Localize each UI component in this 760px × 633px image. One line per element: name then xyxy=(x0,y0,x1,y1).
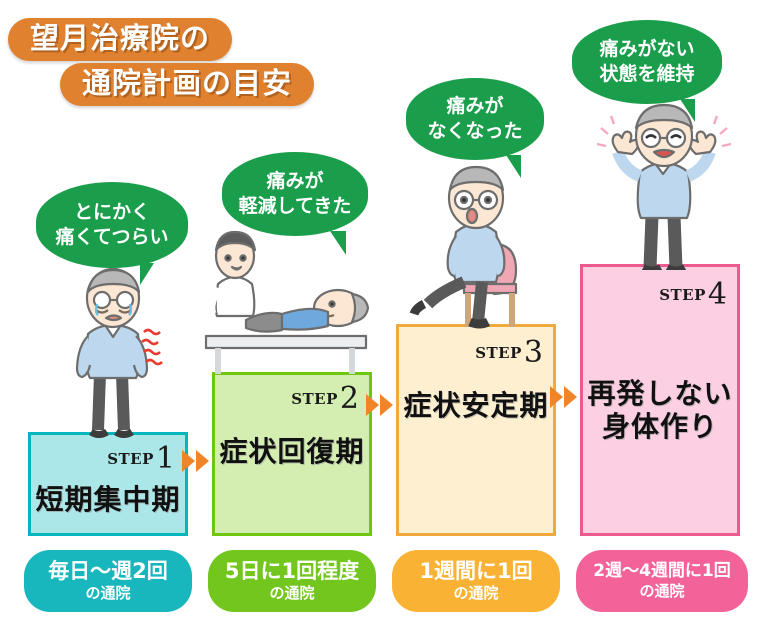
chevron-right-icon xyxy=(564,386,577,408)
step-3-number: 3 xyxy=(523,335,543,370)
speech-bubble-step-2-text: 痛みが 軽減してきた xyxy=(238,170,352,217)
step-3-word: STEP xyxy=(475,344,522,362)
chevron-right-icon xyxy=(550,386,563,408)
chevron-right-icon xyxy=(196,450,209,472)
step-4-tag: STEP4 xyxy=(659,277,727,312)
step-1-tag: STEP1 xyxy=(107,441,175,476)
step-2-word: STEP xyxy=(291,390,338,408)
step-1-number: 1 xyxy=(155,441,175,476)
step-3-title: 症状安定期 xyxy=(403,389,549,422)
arrow-step-3-to-4 xyxy=(550,386,577,408)
arrow-step-1-to-2 xyxy=(182,450,209,472)
step-4-number: 4 xyxy=(707,277,727,312)
speech-bubble-step-4-text: 痛みがない 状態を維持 xyxy=(599,38,695,85)
frequency-4-line-1: 2週〜4週間に1回 xyxy=(593,561,731,582)
speech-bubble-tail-icon xyxy=(506,155,521,178)
speech-bubble-step-1-text: とにかく 痛くてつらい xyxy=(55,201,169,248)
step-box-2[interactable]: STEP2 症状回復期 xyxy=(212,372,372,536)
arrow-step-2-to-3 xyxy=(366,394,393,416)
step-2-tag: STEP2 xyxy=(291,381,359,416)
speech-bubble-tail-icon xyxy=(330,231,346,255)
chevron-right-icon xyxy=(380,394,393,416)
page-title: 望月治療院の 通院計画の目安 xyxy=(8,18,315,107)
frequency-3-line-1: 1週間に1回 xyxy=(419,558,533,583)
illustration-elderly-man-sitting-on-chair xyxy=(409,165,518,329)
step-box-1[interactable]: STEP1 短期集中期 xyxy=(28,432,188,536)
illustration-therapist-treating-patient xyxy=(204,230,370,374)
frequency-4-line-2: の通院 xyxy=(639,581,685,600)
speech-bubble-step-2: 痛みが 軽減してきた xyxy=(222,152,368,255)
title-line-1: 望月治療院の xyxy=(8,18,233,62)
step-box-3[interactable]: STEP3 症状安定期 xyxy=(396,324,556,536)
frequency-2-line-2: の通院 xyxy=(269,584,315,603)
frequency-1-line-1: 毎日〜週2回 xyxy=(48,558,168,583)
step-1-word: STEP xyxy=(107,450,154,468)
step-1-title: 短期集中期 xyxy=(35,483,181,516)
step-3-tag: STEP3 xyxy=(475,335,543,370)
speech-bubble-step-1: とにかく 痛くてつらい xyxy=(36,182,188,285)
title-line-2: 通院計画の目安 xyxy=(60,63,315,107)
illustration-elderly-man-celebrating xyxy=(596,103,732,270)
speech-bubble-step-4: 痛みがない 状態を維持 xyxy=(572,20,722,122)
frequency-2-line-1: 5日に1回程度 xyxy=(224,558,360,583)
frequency-pill-step-4: 2週〜4週間に1回 の通院 xyxy=(576,550,748,612)
illustration-elderly-man-in-pain xyxy=(75,267,163,438)
frequency-pill-step-2: 5日に1回程度 の通院 xyxy=(208,550,376,612)
frequency-3-line-2: の通院 xyxy=(453,584,499,603)
speech-bubble-step-3-text: 痛みが なくなった xyxy=(427,95,523,142)
speech-bubble-tail-icon xyxy=(680,99,695,122)
frequency-pill-step-1: 毎日〜週2回 の通院 xyxy=(24,550,192,612)
speech-bubble-tail-icon xyxy=(140,263,154,285)
chevron-right-icon xyxy=(366,394,379,416)
chevron-right-icon xyxy=(182,450,195,472)
frequency-pill-step-3: 1週間に1回 の通院 xyxy=(392,550,560,612)
step-box-4[interactable]: STEP4 再発しない 身体作り xyxy=(580,264,740,536)
step-4-title: 再発しない 身体作り xyxy=(587,377,733,444)
speech-bubble-step-3: 痛みが なくなった xyxy=(406,78,544,178)
step-4-word: STEP xyxy=(659,286,706,304)
frequency-1-line-2: の通院 xyxy=(85,584,131,603)
step-2-number: 2 xyxy=(339,381,359,416)
step-2-title: 症状回復期 xyxy=(219,435,365,468)
